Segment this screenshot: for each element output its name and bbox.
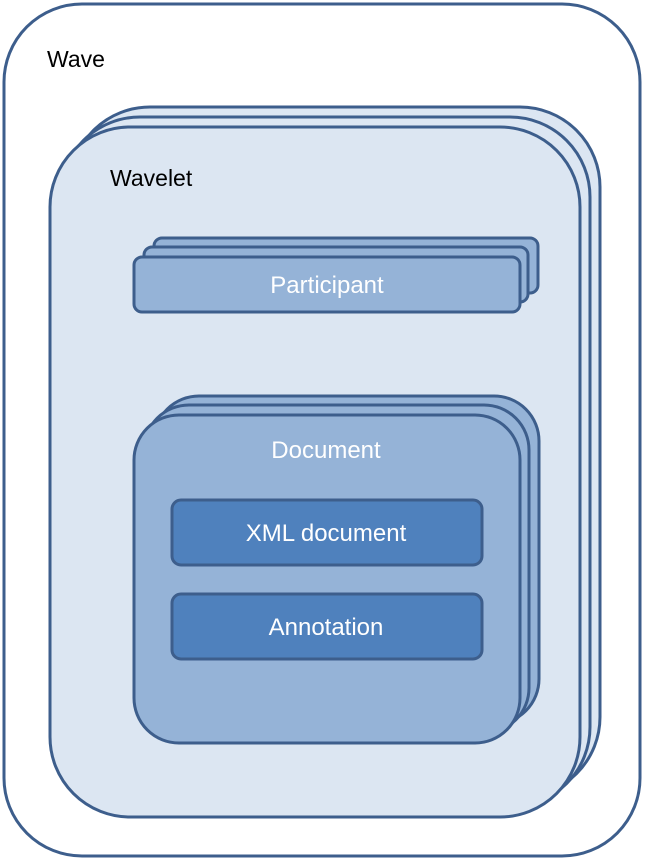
document-box <box>132 413 522 745</box>
wavelet-label: Wavelet <box>110 165 193 191</box>
document-label: Document <box>271 437 381 464</box>
xml-document-box <box>170 498 484 567</box>
annotation-box <box>170 592 484 661</box>
annotation-label: Annotation <box>269 614 384 641</box>
participant-stack <box>132 236 540 314</box>
participant-label: Participant <box>270 272 384 299</box>
wave-label: Wave <box>47 46 105 72</box>
xml-document-label: XML document <box>246 520 407 547</box>
participant-box <box>132 255 522 314</box>
